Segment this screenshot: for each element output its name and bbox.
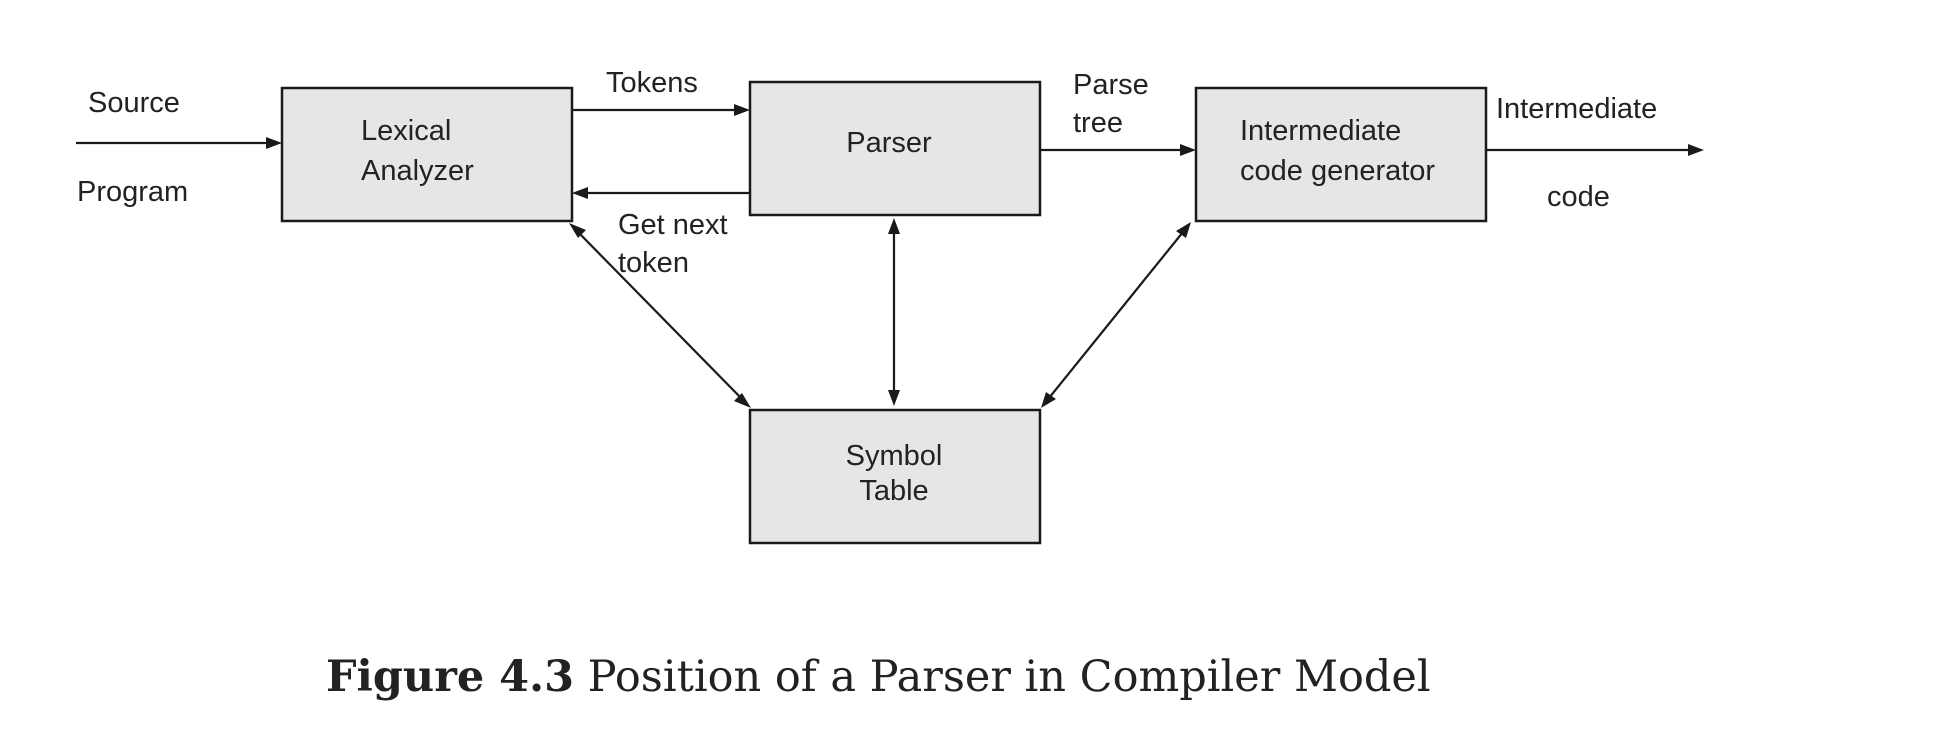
tokens-label: Tokens	[606, 67, 698, 99]
intermediate-code-generator-box	[1194, 86, 1488, 223]
parser-symbol-arrowhead-top	[888, 218, 900, 234]
intermediate-code-label-line1: Intermediate	[1496, 93, 1657, 125]
figure-number: Figure 4.3	[326, 652, 574, 702]
symbol-table-box	[748, 408, 1042, 545]
figure-caption: Figure 4.3 Position of a Parser in Compi…	[326, 652, 1431, 702]
lexical-analyzer-box	[280, 86, 574, 223]
lexical-symbol-arrowhead-bottom	[734, 393, 751, 408]
symbol-table-label-line1: Symbol	[846, 440, 943, 472]
lexical-symbol-arrowhead-top	[569, 223, 586, 238]
source-program-label-line1: Source	[88, 87, 180, 119]
lexical-symbol-link	[576, 230, 744, 401]
icg-symbol-arrowhead-bottom	[1041, 392, 1056, 408]
figure-caption-text: Position of a Parser in Compiler Model	[587, 652, 1431, 702]
get-next-token-arrowhead	[572, 187, 588, 199]
get-next-token-label-line1: Get next	[618, 209, 728, 241]
parse-tree-label-line1: Parse	[1073, 69, 1149, 101]
lexical-analyzer-label-line1: Lexical	[361, 115, 451, 147]
icg-symbol-link	[1048, 231, 1184, 399]
icg-symbol-arrowhead-top	[1176, 222, 1191, 238]
symbol-table-label-line2: Table	[859, 475, 928, 507]
parser-box	[748, 80, 1042, 217]
intermediate-code-label-line2: code	[1547, 181, 1610, 213]
parser-symbol-arrowhead-bottom	[888, 390, 900, 406]
get-next-token-label-line2: token	[618, 247, 689, 279]
source-program-arrowhead	[266, 137, 282, 149]
tokens-arrowhead	[734, 104, 750, 116]
lexical-analyzer-label-line2: Analyzer	[361, 155, 474, 187]
icg-label-line2: code generator	[1240, 155, 1435, 187]
source-program-label-line2: Program	[77, 176, 188, 208]
icg-label-line1: Intermediate	[1240, 115, 1401, 147]
parse-tree-arrowhead	[1180, 144, 1196, 156]
parse-tree-label-line2: tree	[1073, 107, 1123, 139]
intermediate-code-arrowhead	[1688, 144, 1704, 156]
parser-label: Parser	[846, 127, 932, 159]
